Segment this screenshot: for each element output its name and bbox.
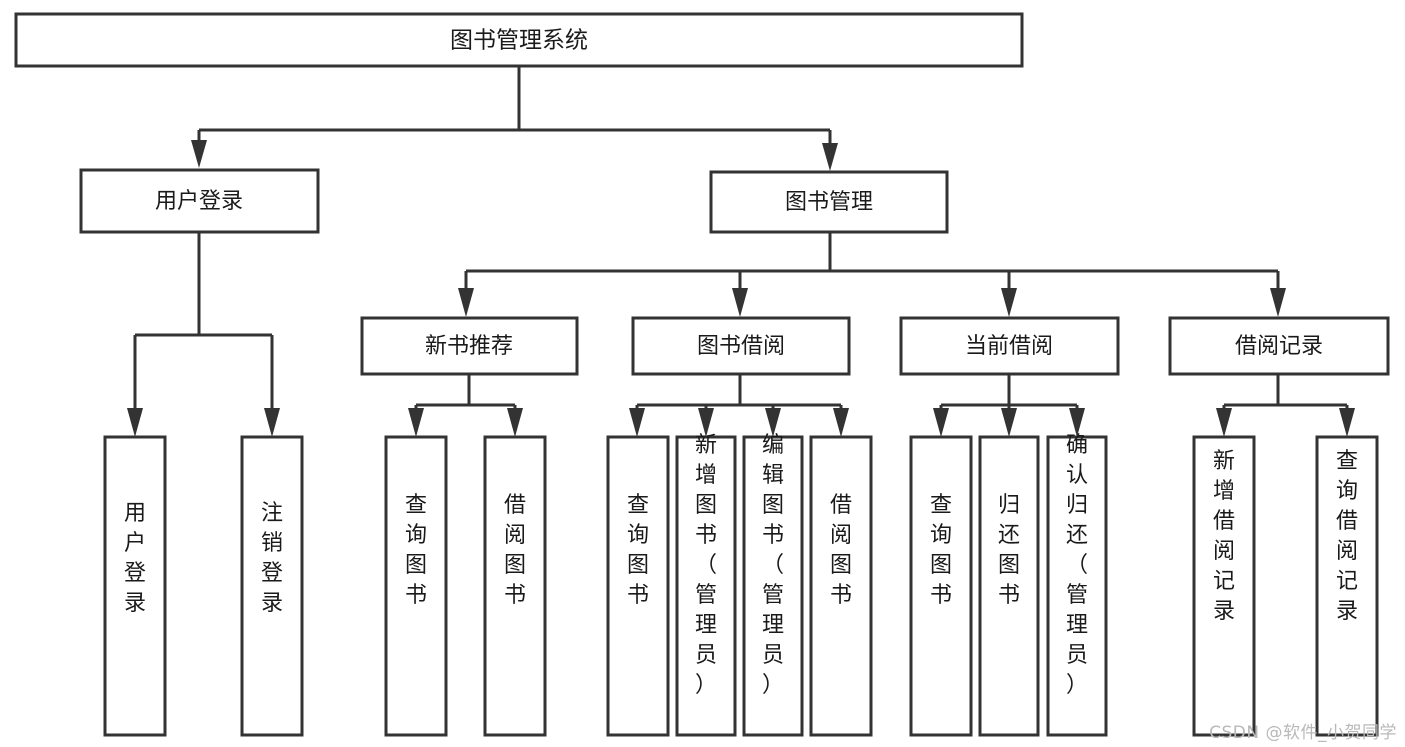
arrow-head-icon [732,288,748,317]
leaf-label: 新增借阅记录 [1213,449,1235,624]
leaf-user-login-logout[interactable]: 注销登录 [240,435,304,737]
leaf-label: 归还图书 [998,493,1020,608]
arrow-head-icon [933,408,949,437]
node-book-borrow-box[interactable] [631,316,851,376]
leaf-box[interactable] [1192,435,1256,737]
leaf-label: 查询图书 [627,493,649,608]
node-root-label: 图书管理系统 [450,28,588,54]
leaf-box[interactable] [240,435,304,737]
leaf-box[interactable] [1315,435,1379,737]
leaf-label: 查询借阅记录 [1336,449,1358,624]
node-borrow-record[interactable]: 借阅记录 [1168,316,1390,376]
arrow-head-icon [458,288,474,317]
leaf-new-book-query[interactable]: 查询图书 [384,435,448,737]
node-book-management-label: 图书管理 [785,190,873,215]
node-book-borrow-label: 图书借阅 [697,334,785,359]
leaf-box[interactable] [978,435,1040,737]
node-book-management[interactable]: 图书管理 [709,170,949,234]
node-current-borrow-label: 当前借阅 [965,334,1053,359]
arrow-head-icon [408,408,424,437]
arrow-head-icon [1069,408,1085,437]
arrow-head-icon [1216,408,1232,437]
leaf-label: 查询图书 [405,493,427,608]
leaf-borrow-record-add[interactable]: 新增借阅记录 [1192,435,1256,737]
node-new-book-recommend-label: 新书推荐 [425,334,513,359]
leaf-new-book-borrow[interactable]: 借阅图书 [483,435,547,737]
arrow-head-icon [1270,288,1286,317]
node-root-box[interactable] [14,12,1024,68]
leaf-book-borrow-add[interactable]: 新增图书（管理员） [675,433,737,737]
arrow-head-icon [1001,288,1017,317]
leaf-label: 编辑图书（管理员） [762,433,784,698]
leaf-book-borrow-query[interactable]: 查询图书 [606,435,670,737]
leaf-box[interactable] [809,435,873,737]
leaf-label: 借阅图书 [830,493,852,608]
leaf-box[interactable] [103,435,167,737]
arrow-head-icon [698,408,714,437]
arrow-head-icon [507,408,523,437]
leaf-current-borrow-confirm[interactable]: 确认归还（管理员） [1046,433,1108,737]
leaf-user-login-login[interactable]: 用户登录 [103,435,167,737]
node-user-login-box[interactable] [79,168,320,234]
arrow-head-icon [765,408,781,437]
leaf-box[interactable] [742,435,804,737]
arrow-head-icon [127,408,143,437]
csdn-watermark: CSDN @软件_小贺同学 [1209,723,1397,743]
node-current-borrow-box[interactable] [899,316,1120,376]
leaf-label: 查询图书 [930,493,952,608]
node-root[interactable]: 图书管理系统 [14,12,1024,68]
leaf-box[interactable] [1046,435,1108,737]
arrow-head-icon [1339,408,1355,437]
leaf-box[interactable] [606,435,670,737]
leaf-book-borrow-edit[interactable]: 编辑图书（管理员） [742,433,804,737]
arrow-head-icon [1001,408,1017,437]
node-user-login[interactable]: 用户登录 [79,168,320,234]
node-new-book-recommend[interactable]: 新书推荐 [360,316,579,376]
leaf-label: 用户登录 [124,501,146,616]
arrow-head-icon [833,408,849,437]
node-book-borrow[interactable]: 图书借阅 [631,316,851,376]
leaf-label: 借阅图书 [504,493,526,608]
leaf-box[interactable] [909,435,973,737]
leaf-box[interactable] [483,435,547,737]
arrow-head-icon [191,140,207,168]
leaf-book-borrow-borrow[interactable]: 借阅图书 [809,435,873,737]
node-current-borrow[interactable]: 当前借阅 [899,316,1120,376]
node-borrow-record-label: 借阅记录 [1235,334,1323,359]
leaf-current-borrow-return[interactable]: 归还图书 [978,435,1040,737]
node-book-management-box[interactable] [709,170,949,234]
leaf-label: 确认归还（管理员） [1066,433,1088,698]
leaf-box[interactable] [384,435,448,737]
arrow-head-icon [822,143,838,171]
node-new-book-recommend-box[interactable] [360,316,579,376]
leaf-label: 新增图书（管理员） [695,433,717,698]
leaf-label: 注销登录 [261,501,283,616]
arrow-head-icon [264,408,280,437]
edges-layer [127,66,1355,437]
leaf-current-borrow-query[interactable]: 查询图书 [909,435,973,737]
node-user-login-label: 用户登录 [155,189,243,214]
arrow-head-icon [629,408,645,437]
leaf-box[interactable] [675,435,737,737]
leaf-borrow-record-query[interactable]: 查询借阅记录 [1315,435,1379,737]
node-borrow-record-box[interactable] [1168,316,1390,376]
